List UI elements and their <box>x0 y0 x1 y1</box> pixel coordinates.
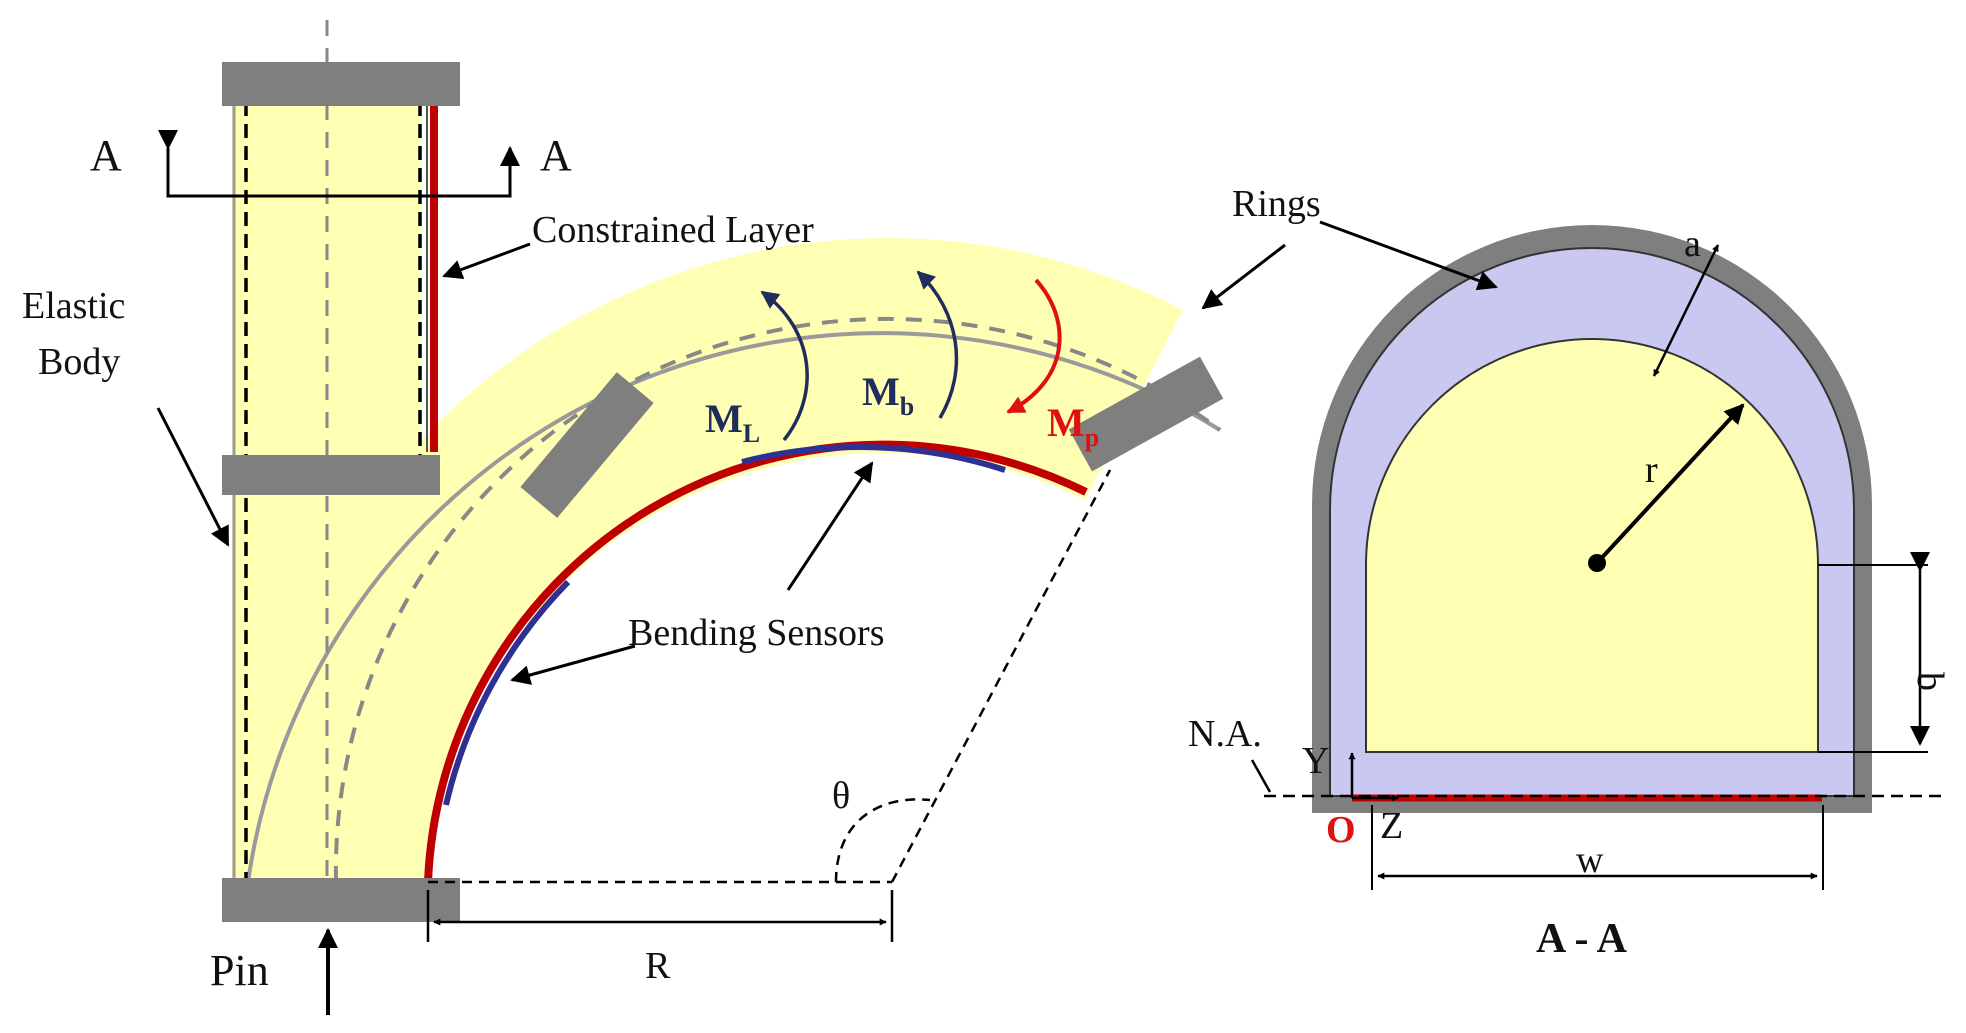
center-dashed-line <box>333 316 1222 883</box>
constrained-layer-arc <box>424 440 1088 883</box>
ring-bottom <box>222 878 460 922</box>
section-marker-right: A <box>540 131 572 180</box>
radius-line-angled <box>890 469 1112 883</box>
axis-y-label: Y <box>1302 740 1329 782</box>
constrained-layer-label: Constrained Layer <box>532 209 814 251</box>
bending-sensors-pointer-1 <box>510 644 636 685</box>
bending-sensor-1 <box>443 579 571 806</box>
section-title: A - A <box>1536 916 1628 962</box>
angle-theta-label: θ <box>832 775 850 817</box>
section-radius-arrow <box>1595 403 1745 565</box>
actuator-side-view: A A ML Mb Mp θ R Pin Constrained Layer E… <box>22 20 1321 1015</box>
section-r-label: r <box>1645 449 1658 491</box>
ring-top <box>222 62 460 106</box>
elastic-body-label-2: Body <box>38 341 120 383</box>
rings-pointer-section <box>1319 220 1498 291</box>
section-w-label: w <box>1576 839 1604 881</box>
section-marker-left: A <box>90 131 122 180</box>
elastic-body-label-1: Elastic <box>22 285 125 327</box>
ring-arc-right <box>1068 356 1224 472</box>
rings-pointer-right <box>1201 243 1286 310</box>
rings-label: Rings <box>1232 183 1321 225</box>
cross-section-view: r a b w N.A. Y Z O A - A <box>1188 220 1951 962</box>
section-chamber <box>1365 338 1819 753</box>
axis-z-label: Z <box>1380 805 1403 847</box>
moment-arrow-b <box>916 270 959 419</box>
section-cut-line <box>158 130 520 198</box>
bending-sensors-pointer-2 <box>786 461 874 591</box>
ring-arc-left <box>520 372 654 518</box>
moment-label-b: Mb <box>862 369 914 421</box>
origin-label: O <box>1326 809 1356 851</box>
elastic-body-pointer <box>156 407 230 547</box>
section-b-label: b <box>1909 672 1951 691</box>
bending-sensor-2 <box>741 444 1006 473</box>
bending-sensors-label: Bending Sensors <box>628 612 885 654</box>
moment-arrow-L <box>760 290 809 442</box>
section-a-dimension <box>1652 244 1720 377</box>
ring-middle <box>222 455 440 495</box>
constrained-layer-pointer <box>442 242 531 280</box>
angle-arc <box>834 798 931 883</box>
radius-R-label: R <box>645 945 671 987</box>
moment-arrow-p <box>1006 278 1062 414</box>
pin-label: Pin <box>210 946 269 995</box>
moment-label-L: ML <box>705 396 760 448</box>
moment-label-p: Mp <box>1047 400 1099 452</box>
section-a-label: a <box>1684 223 1701 265</box>
neutral-axis-label: N.A. <box>1188 713 1262 755</box>
